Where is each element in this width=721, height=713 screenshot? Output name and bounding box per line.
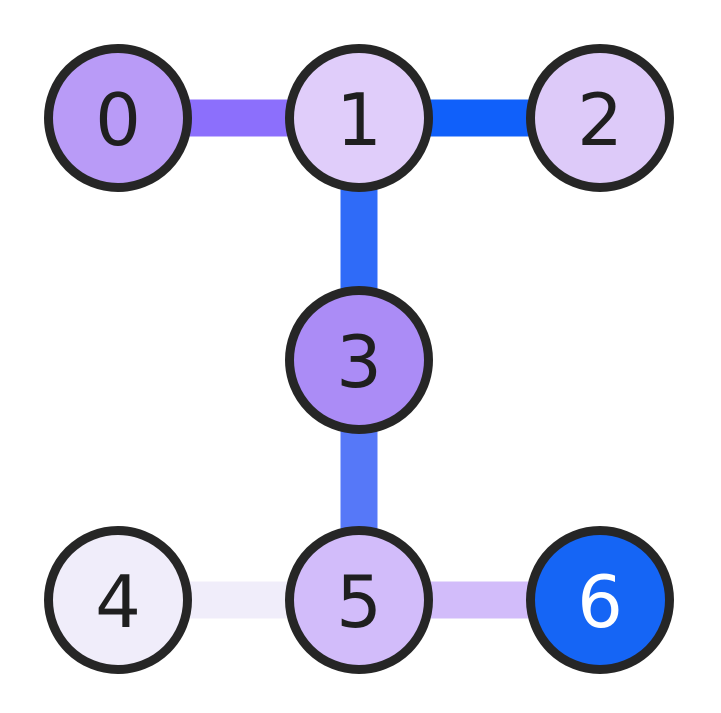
graph-node-circle-1[interactable]: [285, 44, 433, 192]
graph-node-0[interactable]: 0: [44, 44, 192, 192]
graph-node-4[interactable]: 4: [44, 526, 192, 674]
graph-node-1[interactable]: 1: [285, 44, 433, 192]
graph-node-3[interactable]: 3: [285, 286, 433, 434]
graph-node-5[interactable]: 5: [285, 526, 433, 674]
graph-node-circle-4[interactable]: [44, 526, 192, 674]
graph-node-6[interactable]: 6: [526, 526, 674, 674]
graph-node-circle-5[interactable]: [285, 526, 433, 674]
graph-node-circle-6[interactable]: [526, 526, 674, 674]
graph-node-2[interactable]: 2: [526, 44, 674, 192]
graph-node-circle-3[interactable]: [285, 286, 433, 434]
graph-node-circle-0[interactable]: [44, 44, 192, 192]
graph-node-circle-2[interactable]: [526, 44, 674, 192]
